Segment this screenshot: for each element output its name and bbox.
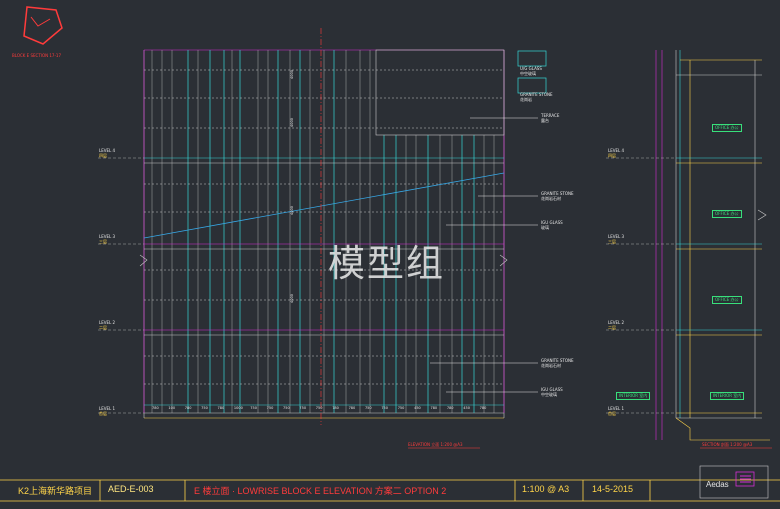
dimension-label: 750 [364, 406, 372, 410]
stamp-label: BLOCK E SECTION 17-17 [12, 53, 61, 58]
callout-leaders [430, 117, 538, 393]
dimension-label: 750 [299, 406, 307, 410]
interior-tag-1: INTERIOR 室内 [616, 392, 651, 400]
vertical-dimension-label: 4000 [289, 294, 294, 303]
vertical-dimension-label: 4000 [289, 118, 294, 127]
tb-date: 14-5-2015 [592, 484, 634, 494]
dimension-label: 750 [315, 406, 323, 410]
elevation-level-lines [98, 157, 144, 414]
office-tag-2: OFFICE 办公 [712, 210, 742, 218]
dimension-label: 780 [332, 406, 339, 410]
tb-sheet-title: E 楼立面 · LOWRISE BLOCK E ELEVATION 方案二 OP… [194, 486, 447, 496]
terrace-outline [375, 49, 505, 136]
legend-granite-swatch [517, 77, 547, 94]
vertical-dimension-label: 4000 [289, 70, 294, 79]
break-mark-right [499, 254, 508, 267]
dimension-label: 780 [430, 406, 438, 410]
elevation-title: ELEVATION 立面 1:200 @A3 [408, 442, 463, 447]
vertical-dimension-label: 4000 [289, 206, 294, 215]
tb-sheet-no: AED-E-003 [108, 484, 154, 494]
dimension-label: 450 [463, 406, 470, 410]
section-drawing [655, 50, 770, 441]
dimension-label: 780 [184, 406, 192, 410]
dimension-label: 100 [168, 406, 176, 410]
dimension-label: 780 [348, 406, 356, 410]
dimension-label: 750 [397, 406, 405, 410]
dimension-label: 750 [283, 406, 290, 410]
title-block-frame [0, 465, 780, 502]
tb-project: K2上海新华路项目 [18, 486, 93, 496]
ramp-line [143, 172, 505, 239]
dimension-label: 750 [250, 406, 257, 410]
dimension-label: 750 [381, 406, 389, 410]
dimension-label: 780 [217, 406, 225, 410]
break-mark-left [139, 254, 148, 267]
interior-tag-2: INTERIOR 室内 [710, 392, 745, 400]
section-stamp-icon [23, 6, 63, 45]
legend-glass-swatch [517, 50, 547, 67]
dimension-label: 450 [414, 406, 421, 410]
office-tag-1: OFFICE 办公 [712, 124, 742, 132]
dimension-label: 780 [446, 406, 454, 410]
dimension-label: 1000 [233, 406, 243, 410]
watermark-text: 模型组 [328, 242, 445, 285]
tb-scale: 1:100 @ A3 [522, 484, 570, 494]
dimension-label: 750 [201, 406, 208, 410]
dimension-label: 780 [152, 406, 159, 410]
dimension-label: 750 [266, 406, 274, 410]
tb-firm-logo: Aedas [706, 480, 729, 489]
elevation-mullions [143, 50, 505, 413]
section-title: SECTION 剖面 1:200 @A3 [702, 442, 753, 447]
dimension-label: 780 [479, 406, 487, 410]
office-tag-3: OFFICE 办公 [712, 296, 742, 304]
